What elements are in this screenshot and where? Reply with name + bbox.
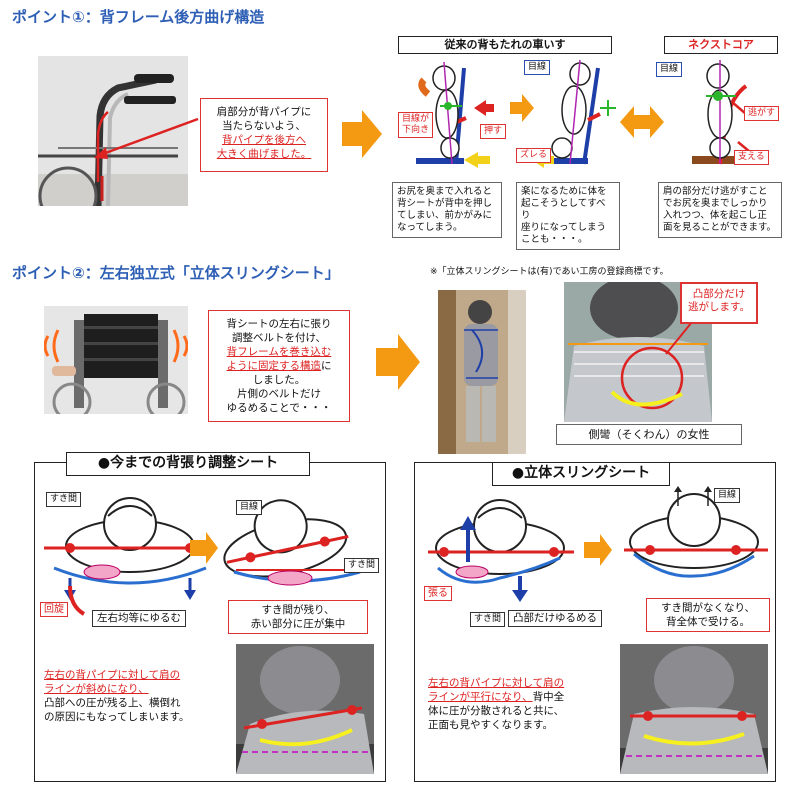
conventional-seat-diagram [44,497,362,616]
callout-line: 逃がします。 [688,301,750,313]
note-line: ことも・・・。 [521,234,588,245]
push-label: 押す [480,124,507,139]
desc-red-line: 左右の背パイプに対して肩の [428,677,565,689]
eye-line-label-2: 目線 [656,62,683,77]
note-line: 入れつつ、体を起こし正 [663,210,767,221]
callout-line: 赤い部分に圧が集中 [250,618,346,630]
note-line: 面を見ることができます。 [663,222,777,233]
standing-person-illustration [438,290,526,454]
callout-line: 肩部分が背パイプに [216,106,312,118]
nextcore-diagram [692,60,751,165]
desc-line: 凸部への圧が残る上、横倒れ [44,697,181,709]
left-result-note: すき間が残り、 赤い部分に圧が集中 [228,600,368,634]
note-line: 座りになってしまう [521,222,607,233]
loosen-equal-label: 左右均等にゆるむ [92,610,186,627]
desc-line: 体に圧が分散されると共に、 [428,705,565,717]
note-nextcore: 肩の部分だけ逃がすこと でお尻を奥までしっかり 入れつつ、体を起こし正 面を見る… [658,182,782,238]
escape-label: 逃がす [744,106,780,121]
eye-down-label: 目線が 下向き [398,112,434,138]
left-result-illustration [236,644,374,774]
slip-label: ズレる [516,148,552,163]
callout-line: 凸部分だけ [692,288,746,300]
note-line: 背シートが背中を押し [397,198,493,209]
left-description: 左右の背パイプに対して肩の ラインが斜めになり、 凸部への圧が残る上、横倒れ の… [44,668,232,724]
scoliosis-standing-photo [438,290,526,454]
desc-line: 正面も見やすくなります。 [428,719,553,731]
desc-red-line: ラインが平行になり、 [428,691,533,703]
panel-right-title: ●立体スリングシート [492,462,670,486]
point1-callout: 肩部分が背パイプに 当たらないよう、 背パイプを後方へ 大きく曲げました。 [200,98,328,172]
note-line: なってしまう。 [397,222,463,233]
callout-pointer-arrow [94,117,199,159]
note-line: てしまい、前かがみに [397,210,493,221]
point2-heading: ポイント②：左右独立式「立体スリングシート」 [12,264,340,282]
note-line: 楽になるために体を [521,186,607,197]
note-line: 起こそうとしてすべり [521,198,606,221]
callout-line: 背全体で受ける。 [666,616,750,628]
callout-line: 片側のベルトだけ [237,388,321,400]
desc-red-line: ラインが斜めになり、 [44,683,149,695]
callout-line: ゆるめることで・・・ [226,402,332,414]
callout-red-line: 背フレームを巻き込む [226,346,332,358]
trademark-note: ※「立体スリングシートは(有)であい工房の登録商標です。 [430,267,669,277]
conventional-diagram [416,59,616,168]
orange-double-arrow [620,106,664,138]
desc-tail: 背中全 [532,691,565,703]
callout-line: すき間が残り、 [261,604,335,616]
photo-caption: 側彎（そくわん）の女性 [556,424,742,445]
orange-right-arrow [342,110,382,158]
sling-seat-illustration [44,306,188,414]
callout-tail: に [321,360,332,372]
callout-line: 当たらないよう、 [222,120,306,132]
callout-line: 調整ベルトを付け、 [232,332,326,344]
loosen-bump-label: 凸部だけゆるめる [508,610,602,627]
gap-label-right: すき間 [470,612,506,627]
gap-label-2: すき間 [344,558,380,573]
rotate-label: 回旋 [40,602,68,617]
conventional-title: 従来の背もたれの車いす [398,36,612,54]
callout-line: しました。 [252,374,306,386]
callout-line: すき間がなくなり、 [660,602,756,614]
sling-seat-photo [44,306,188,414]
callout-red-line: ように固定する構造 [226,360,322,372]
gap-label-1: すき間 [46,492,82,507]
nextcore-title: ネクストコア [664,36,778,54]
support-label: 支える [734,150,769,165]
desc-red-line: 左右の背パイプに対して肩の [44,669,181,681]
right-result-note: すき間がなくなり、 背全体で受ける。 [646,598,770,632]
callout-red-line: 背パイプを後方へ [222,134,306,146]
right-description: 左右の背パイプに対して肩の ラインが平行になり、背中全 体に圧が分散されると共に… [428,676,616,732]
point2-callout: 背シートの左右に張り 調整ベルトを付け、 背フレームを巻き込む ように固定する構… [208,310,350,422]
eye-line-label-1: 目線 [524,60,551,75]
sling-seat-diagram [428,486,768,602]
left-result-photo [236,644,374,774]
eye-label-left: 目線 [236,500,263,515]
note-conventional-1: お尻を奥まで入れると 背シートが背中を押し てしまい、前かがみに なってしまう。 [392,182,502,238]
desc-line: の原因にもなってしまいます。 [44,711,190,723]
bump-escape-label: 凸部分だけ 逃がします。 [680,282,758,324]
right-result-illustration [620,644,768,774]
eye-label-right: 目線 [714,488,741,503]
note-line: でお尻を奥までしっかり [663,198,768,209]
note-conventional-2: 楽になるために体を 起こそうとしてすべり 座りになってしまう ことも・・・。 [516,182,620,250]
right-result-photo [620,644,768,774]
callout-line: 背シートの左右に張り [226,318,332,330]
note-line: お尻を奥まで入れると [397,186,493,197]
point1-heading: ポイント①：背フレーム後方曲げ構造 [12,8,265,26]
callout-red-line: 大きく曲げました。 [216,148,312,160]
note-line: 肩の部分だけ逃がすこと [663,186,768,197]
panel-left-title: ●今までの背張り調整シート [66,452,310,476]
tension-label: 張る [424,586,452,601]
orange-right-arrow-2 [376,334,420,390]
